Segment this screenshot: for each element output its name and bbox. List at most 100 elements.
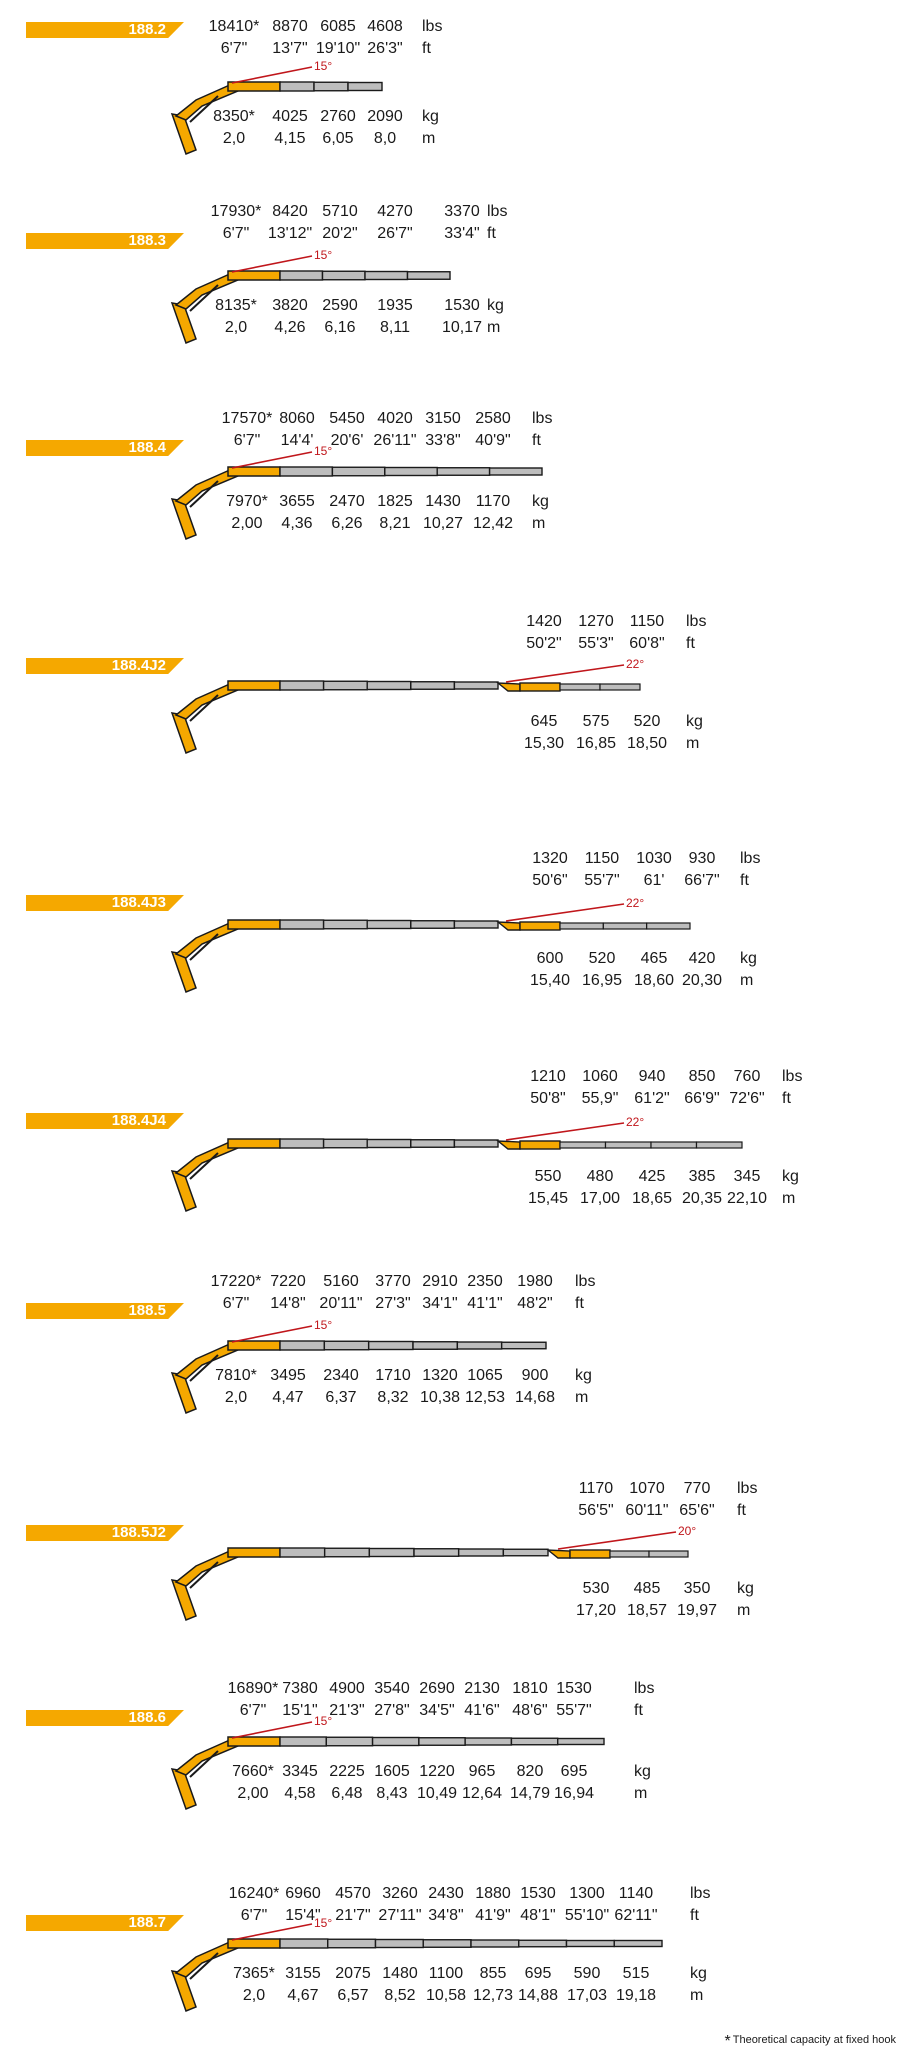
boom-extension	[331, 466, 386, 477]
boom-extension	[410, 1139, 456, 1148]
boom-extension	[279, 1547, 326, 1558]
reach-ft-value: 6'7"	[239, 1702, 267, 1719]
load-kg-value: 2090	[367, 108, 403, 125]
jib-knuckle	[495, 921, 521, 931]
reach-ft-value: 72'6"	[729, 1090, 765, 1107]
jib-extension	[609, 1550, 650, 1558]
m-unit-label: m	[422, 130, 436, 147]
load-lbs-value: 2430	[428, 1885, 464, 1902]
reach-ft-value: 26'3"	[367, 40, 403, 57]
lbs-unit-label: lbs	[686, 613, 707, 630]
reach-ft-value: 61'2"	[634, 1090, 670, 1107]
boom-extension	[406, 271, 451, 280]
jib-extension	[650, 1141, 698, 1149]
boom-extension	[366, 680, 412, 691]
reach-ft-value: 20'6'	[330, 432, 364, 449]
angle-value: 20°	[678, 1524, 696, 1538]
reach-ft-value: 34'5"	[419, 1702, 455, 1719]
reach-ft-value: 56'5"	[578, 1502, 614, 1519]
boom-extension	[279, 81, 315, 92]
reach-m-value: 18,60	[633, 972, 675, 989]
load-lbs-value: 3150	[425, 410, 461, 427]
model-name: 188.4	[128, 439, 166, 456]
load-lbs-value: 16890*	[227, 1680, 279, 1697]
reach-m-value: 15,40	[529, 972, 571, 989]
reach-m-value: 14,88	[517, 1987, 559, 2004]
load-lbs-value: 940	[638, 1068, 666, 1085]
jib-extension	[604, 1141, 652, 1149]
load-kg-value: 465	[640, 950, 668, 967]
boom-extension	[470, 1939, 520, 1948]
load-lbs-value: 17930*	[210, 203, 262, 220]
reach-m-value: 19,18	[615, 1987, 657, 2004]
reach-m-value: 4,26	[274, 319, 306, 336]
load-kg-value: 1220	[419, 1763, 455, 1780]
reach-m-value: 2,0	[222, 130, 246, 147]
ft-unit-label: ft	[737, 1502, 746, 1519]
reach-ft-value: 48'2"	[517, 1295, 553, 1312]
load-kg-value: 7970*	[226, 493, 268, 510]
load-lbs-value: 3540	[374, 1680, 410, 1697]
reach-ft-value: 34'8"	[428, 1907, 464, 1924]
angle-value: 22°	[626, 657, 644, 671]
load-kg-value: 1530	[444, 297, 480, 314]
load-lbs-value: 6960	[285, 1885, 321, 1902]
model-label-tag: 188.4	[26, 440, 184, 456]
load-kg-value: 1320	[422, 1367, 458, 1384]
ft-unit-label: ft	[532, 432, 541, 449]
reach-ft-value: 40'9"	[475, 432, 511, 449]
load-lbs-value: 1320	[532, 850, 568, 867]
load-kg-value: 2225	[329, 1763, 365, 1780]
reach-m-value: 16,85	[575, 735, 617, 752]
load-kg-value: 420	[688, 950, 716, 967]
load-lbs-value: 4900	[329, 1680, 365, 1697]
load-lbs-value: 2130	[464, 1680, 500, 1697]
load-kg-value: 350	[683, 1580, 711, 1597]
crane-column	[170, 1970, 197, 2012]
boom-extension	[374, 1938, 424, 1949]
reach-m-value: 4,36	[281, 515, 313, 532]
reach-m-value: 6,16	[324, 319, 356, 336]
boom-extension	[279, 466, 334, 477]
load-lbs-value: 850	[688, 1068, 716, 1085]
load-lbs-value: 7220	[270, 1273, 306, 1290]
load-lbs-value: 1170	[578, 1480, 614, 1497]
load-kg-value: 590	[573, 1965, 601, 1982]
jib-base	[519, 921, 561, 931]
load-lbs-value: 1530	[556, 1680, 592, 1697]
lbs-unit-label: lbs	[487, 203, 508, 220]
boom-extension	[323, 1340, 370, 1351]
jib-extension	[695, 1141, 743, 1149]
model-label-tag: 188.6	[26, 1710, 184, 1726]
outer-boom-base	[227, 1736, 281, 1747]
load-kg-value: 2340	[323, 1367, 359, 1384]
reach-ft-value: 34'1"	[422, 1295, 458, 1312]
boom-extension	[518, 1939, 568, 1948]
crane-inner-boom	[174, 1738, 240, 1776]
kg-unit-label: kg	[487, 297, 504, 314]
reach-ft-value: 27'11"	[378, 1907, 422, 1924]
ft-unit-label: ft	[575, 1295, 584, 1312]
jib-knuckle	[495, 682, 521, 692]
kg-unit-label: kg	[422, 108, 439, 125]
angle-line	[231, 255, 313, 273]
ft-unit-label: ft	[740, 872, 749, 889]
model-name: 188.6	[128, 1709, 166, 1726]
m-unit-label: m	[575, 1389, 589, 1406]
reach-m-value: 15,45	[527, 1190, 569, 1207]
reach-m-value: 8,11	[380, 319, 410, 336]
boom-extension	[453, 681, 499, 690]
angle-line	[231, 66, 313, 84]
load-lbs-value: 930	[688, 850, 716, 867]
boom-extension	[327, 1938, 377, 1949]
load-kg-value: 1825	[377, 493, 413, 510]
reach-ft-value: 50'6"	[532, 872, 568, 889]
model-label-tag: 188.4J3	[26, 895, 184, 911]
angle-line	[505, 664, 625, 683]
model-name: 188.4J4	[111, 1112, 166, 1129]
ft-unit-label: ft	[487, 225, 496, 242]
boom-extension	[323, 1547, 371, 1558]
m-unit-label: m	[782, 1190, 796, 1207]
load-lbs-value: 1300	[569, 1885, 605, 1902]
load-kg-value: 2760	[320, 108, 356, 125]
